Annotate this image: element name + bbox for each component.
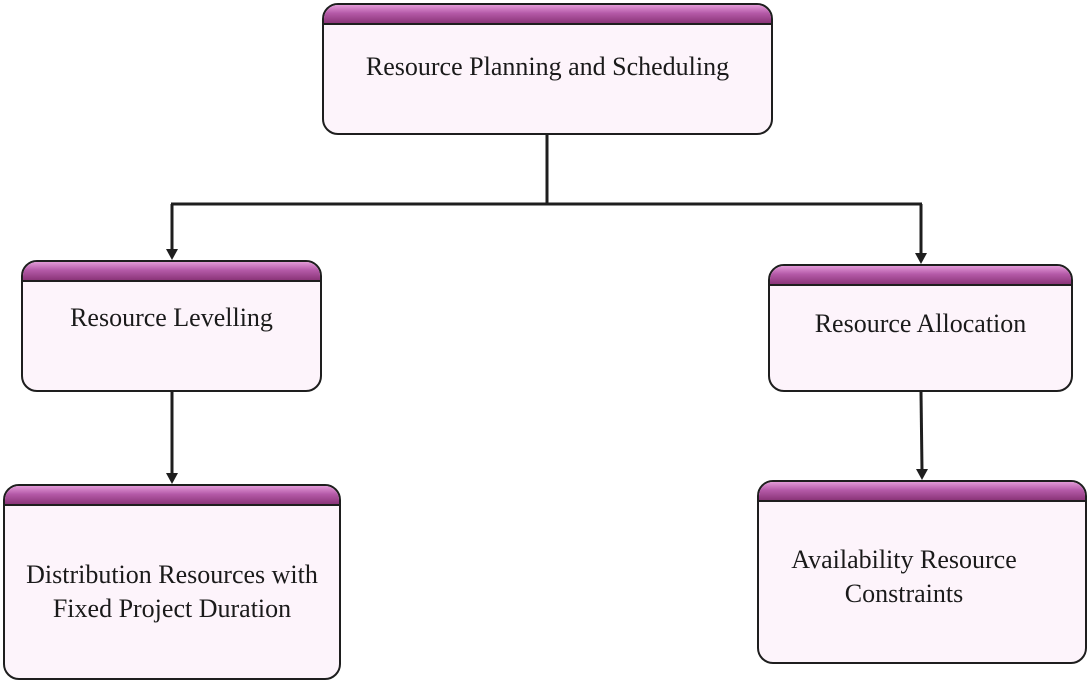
node-resource-levelling: Resource Levelling — [21, 260, 322, 392]
node-header-bar — [770, 266, 1071, 286]
node-label-root: Resource Planning and Scheduling — [365, 52, 730, 81]
arrowhead-allocation — [915, 253, 927, 264]
edge-allocation-to-availability — [919, 391, 924, 471]
node-label-distribution: Distribution Resources with Fixed Projec… — [26, 560, 318, 623]
node-header-bar — [23, 262, 320, 282]
node-resource-planning: Resource Planning and Scheduling — [322, 3, 773, 135]
node-resource-allocation: Resource Allocation — [768, 264, 1073, 392]
node-label-availability: Availability Resource Constraints — [791, 545, 1017, 608]
node-header-bar — [324, 5, 771, 25]
arrowhead-distribution — [166, 473, 178, 484]
node-label-levelling: Resource Levelling — [70, 303, 273, 332]
arrowhead-levelling — [166, 249, 178, 260]
node-distribution-resources: Distribution Resources with Fixed Projec… — [3, 484, 341, 680]
node-header-bar — [5, 486, 339, 506]
node-availability-constraints: Availability Resource Constraints — [757, 480, 1087, 664]
node-header-bar — [759, 482, 1085, 502]
arrowhead-availability — [916, 469, 928, 480]
node-label-allocation: Resource Allocation — [814, 309, 1027, 338]
